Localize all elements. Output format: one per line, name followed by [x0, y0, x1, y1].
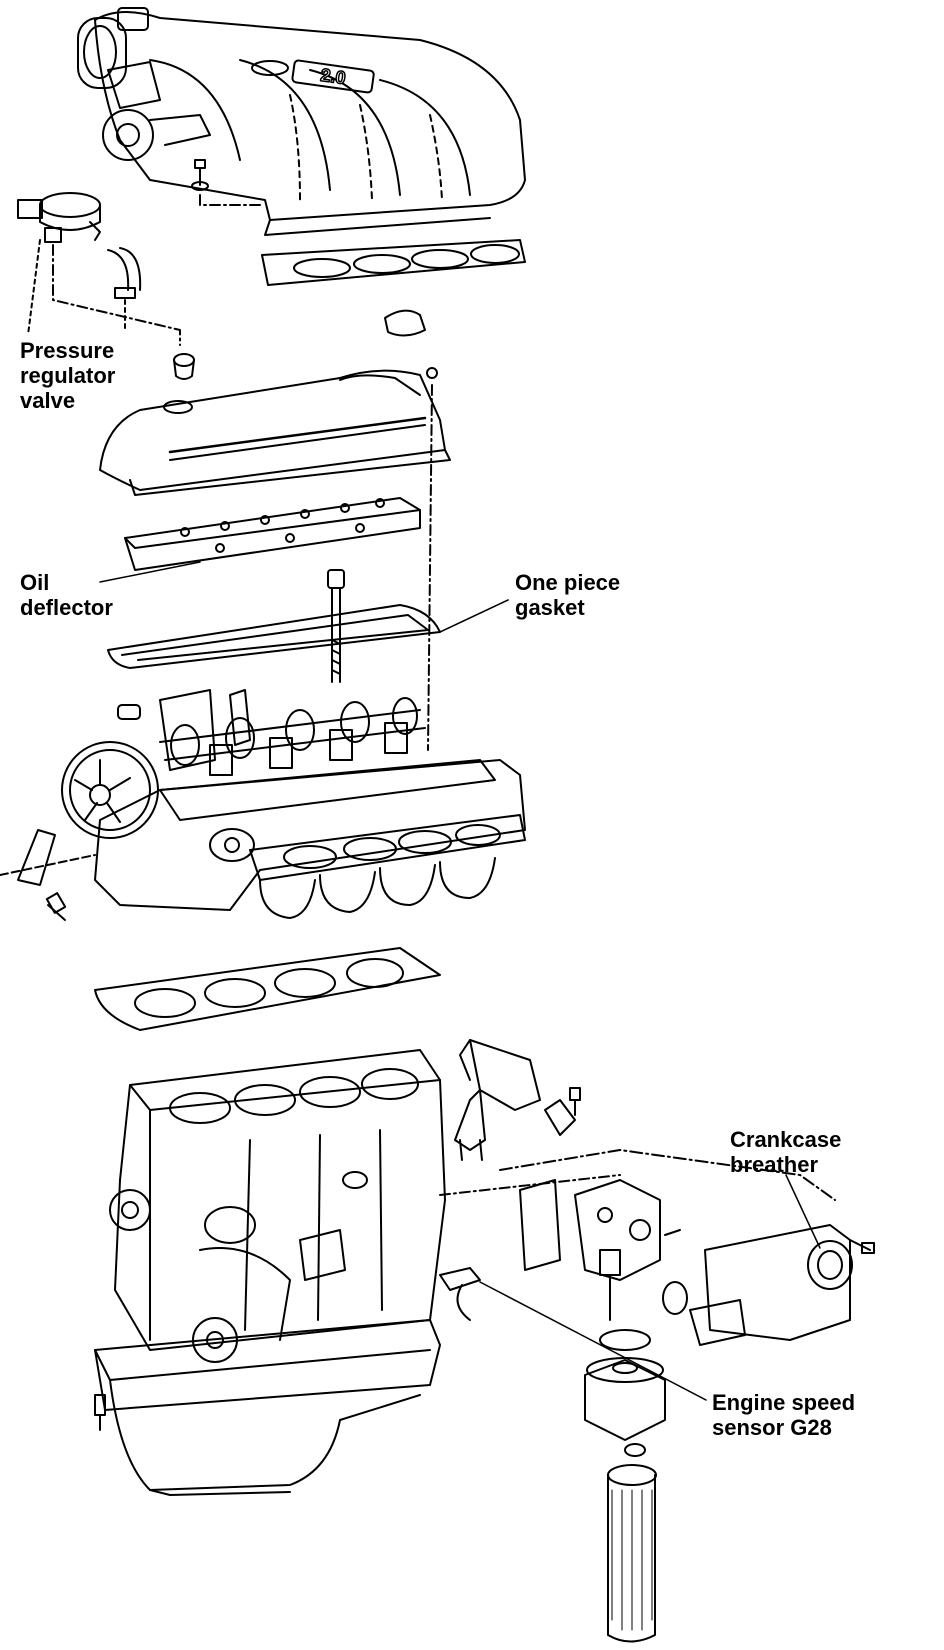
intake-manifold: 2.0	[77, 7, 526, 236]
leader-breather	[785, 1174, 821, 1249]
label-one-piece-gasket: One piece gasket	[515, 570, 621, 620]
label-oil-deflector: Oil deflector	[20, 570, 113, 620]
leader-gasket	[439, 599, 509, 633]
cylinder-head	[0, 689, 526, 921]
pressure-regulator-valve	[17, 192, 195, 380]
alignment-line	[427, 384, 433, 751]
oil-filter-bracket	[519, 1179, 681, 1643]
leader-sensor	[479, 1281, 707, 1401]
manifold-badge: 2.0	[319, 65, 347, 88]
distributor	[454, 1039, 581, 1161]
oil-pan	[94, 1319, 441, 1496]
cylinder-block	[109, 1049, 446, 1363]
one-piece-gasket	[107, 569, 509, 683]
manifold-gasket	[261, 239, 526, 286]
crankcase-breather	[662, 1224, 875, 1346]
cylinder-head-cover	[99, 369, 451, 496]
manifold-bolt	[191, 159, 261, 206]
small-oring	[426, 367, 438, 379]
label-crankcase-breather: Crankcase breather	[730, 1127, 842, 1177]
seal-piece	[384, 309, 426, 337]
head-gasket	[94, 947, 441, 1031]
label-pressure-regulator-valve: Pressure regulator valve	[20, 338, 116, 413]
engine-speed-sensor	[439, 1267, 481, 1321]
oil-deflector	[99, 497, 421, 583]
breather-line	[499, 1149, 836, 1201]
label-engine-speed-sensor: Engine speed sensor G28	[712, 1390, 856, 1440]
